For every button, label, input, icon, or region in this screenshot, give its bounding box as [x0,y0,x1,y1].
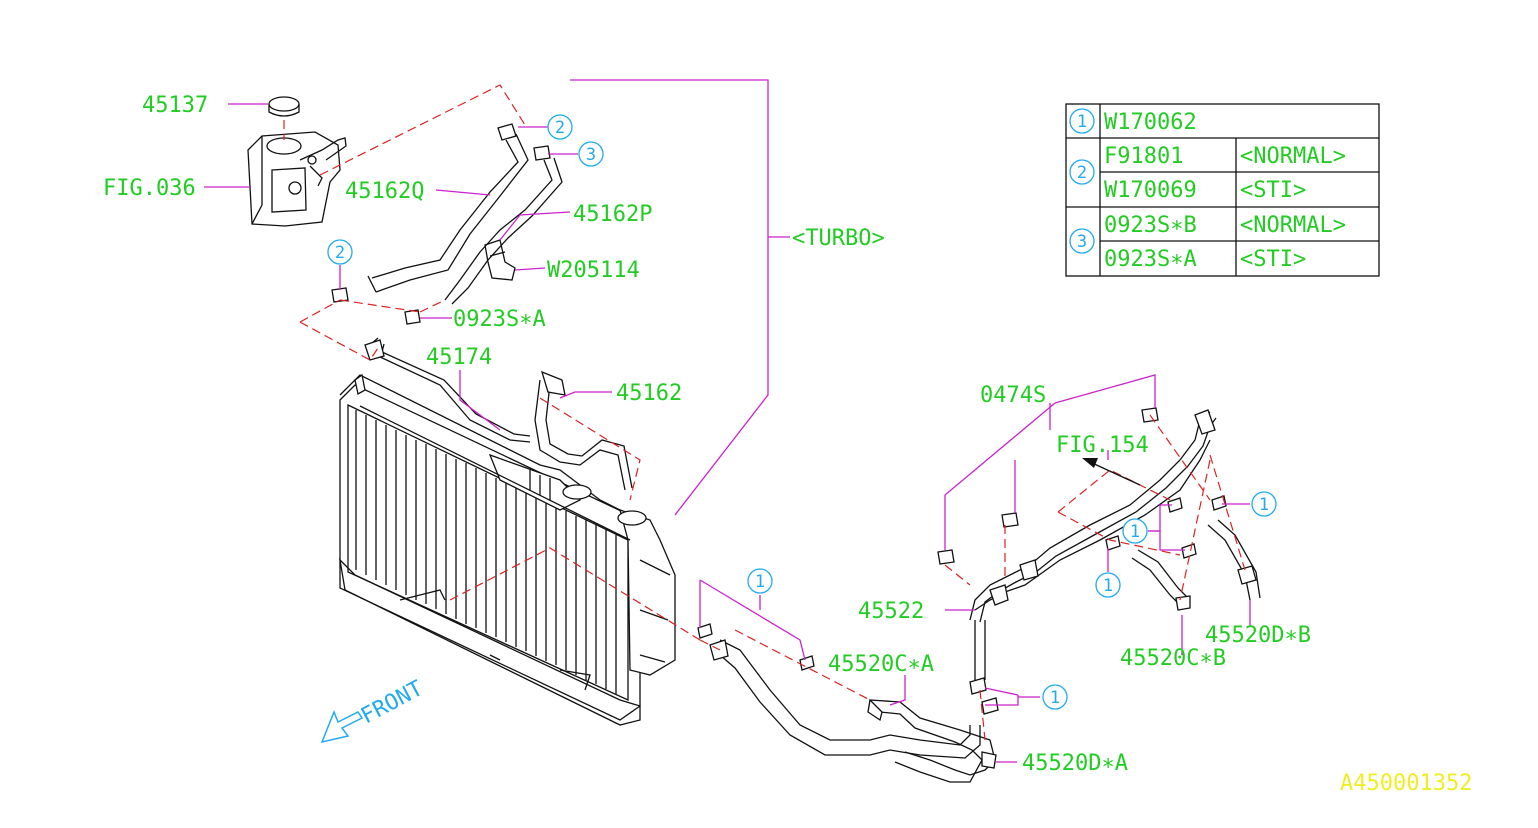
legend-part-1: W170062 [1104,110,1197,135]
hose-45162q [331,123,529,303]
label-45522: 45522 [858,599,924,624]
label-45174: 45174 [426,345,492,370]
label-45162: 45162 [616,381,682,406]
legend-num-2: 2 [1077,163,1087,183]
front-label: FRONT [357,676,427,729]
callout-1-mid: 1 [747,568,773,594]
callout-2-top: 2 [547,114,573,140]
radiator [339,373,676,726]
svg-text:1: 1 [1259,495,1269,515]
legend-num-3: 3 [1077,232,1087,252]
label-w205114: W205114 [547,258,640,283]
diagram-id: A450001352 [1340,771,1472,796]
svg-text:2: 2 [335,243,345,263]
label-0923sa: 0923S∗A [453,307,546,332]
hose-45520cb [1131,549,1191,611]
dashed-guides [283,84,1246,741]
label-45162q: 45162Q [345,179,424,204]
hose-45520da [867,698,997,783]
legend-num-1: 1 [1077,112,1087,132]
svg-text:1: 1 [755,572,765,592]
legend-part-2-sti: W170069 [1104,178,1197,203]
label-45520db: 45520D∗B [1205,623,1311,648]
svg-text:1: 1 [1103,576,1113,596]
svg-text:3: 3 [586,145,596,165]
label-45520ca: 45520C∗A [828,652,934,677]
legend-part-3-normal: 0923S∗B [1104,213,1197,238]
callout-1-right-b: 1 [1122,518,1148,544]
label-45520da: 45520D∗A [1022,751,1128,776]
label-fig154: FIG.154 [1056,433,1149,458]
legend-note-3-normal: <NORMAL> [1240,213,1346,238]
label-turbo: <TURBO> [792,226,885,251]
hose-45162 [534,370,633,491]
label-45162p: 45162P [573,202,652,227]
label-45520cb: 45520C∗B [1120,646,1226,671]
callout-1-right-c: 1 [1095,572,1121,598]
callout-1-right-a: 1 [1251,491,1277,517]
bolts-0474s [937,407,1159,565]
svg-text:1: 1 [1130,522,1140,542]
hose-45174 [364,337,531,443]
legend-table: 1 2 3 W170062 F91801 <NORMAL> W170069 <S… [1065,103,1380,277]
callout-1-lower: 1 [1042,684,1068,710]
callout-3-top: 3 [578,141,604,167]
legend-note-2-normal: <NORMAL> [1240,144,1346,169]
leader-lines [204,79,1251,763]
legend-part-3-sti: 0923S∗A [1104,247,1197,272]
label-0474s: 0474S [980,383,1046,408]
legend-part-2-normal: F91801 [1104,144,1183,169]
hose-45520db [1207,519,1261,601]
label-fig036: FIG.036 [103,176,196,201]
svg-text:2: 2 [555,118,565,138]
reservoir-tank [247,96,347,227]
callout-2-left: 2 [327,239,353,265]
hose-45162p [404,145,563,325]
legend-note-3-sti: <STI> [1240,247,1306,272]
label-45137: 45137 [142,93,208,118]
clip-w205114 [484,239,516,281]
pipe-45522 [969,409,1217,680]
front-arrow: FRONT [320,676,427,744]
svg-text:1: 1 [1050,688,1060,708]
fig154-arrow [1082,458,1141,486]
legend-note-2-sti: <STI> [1240,178,1306,203]
